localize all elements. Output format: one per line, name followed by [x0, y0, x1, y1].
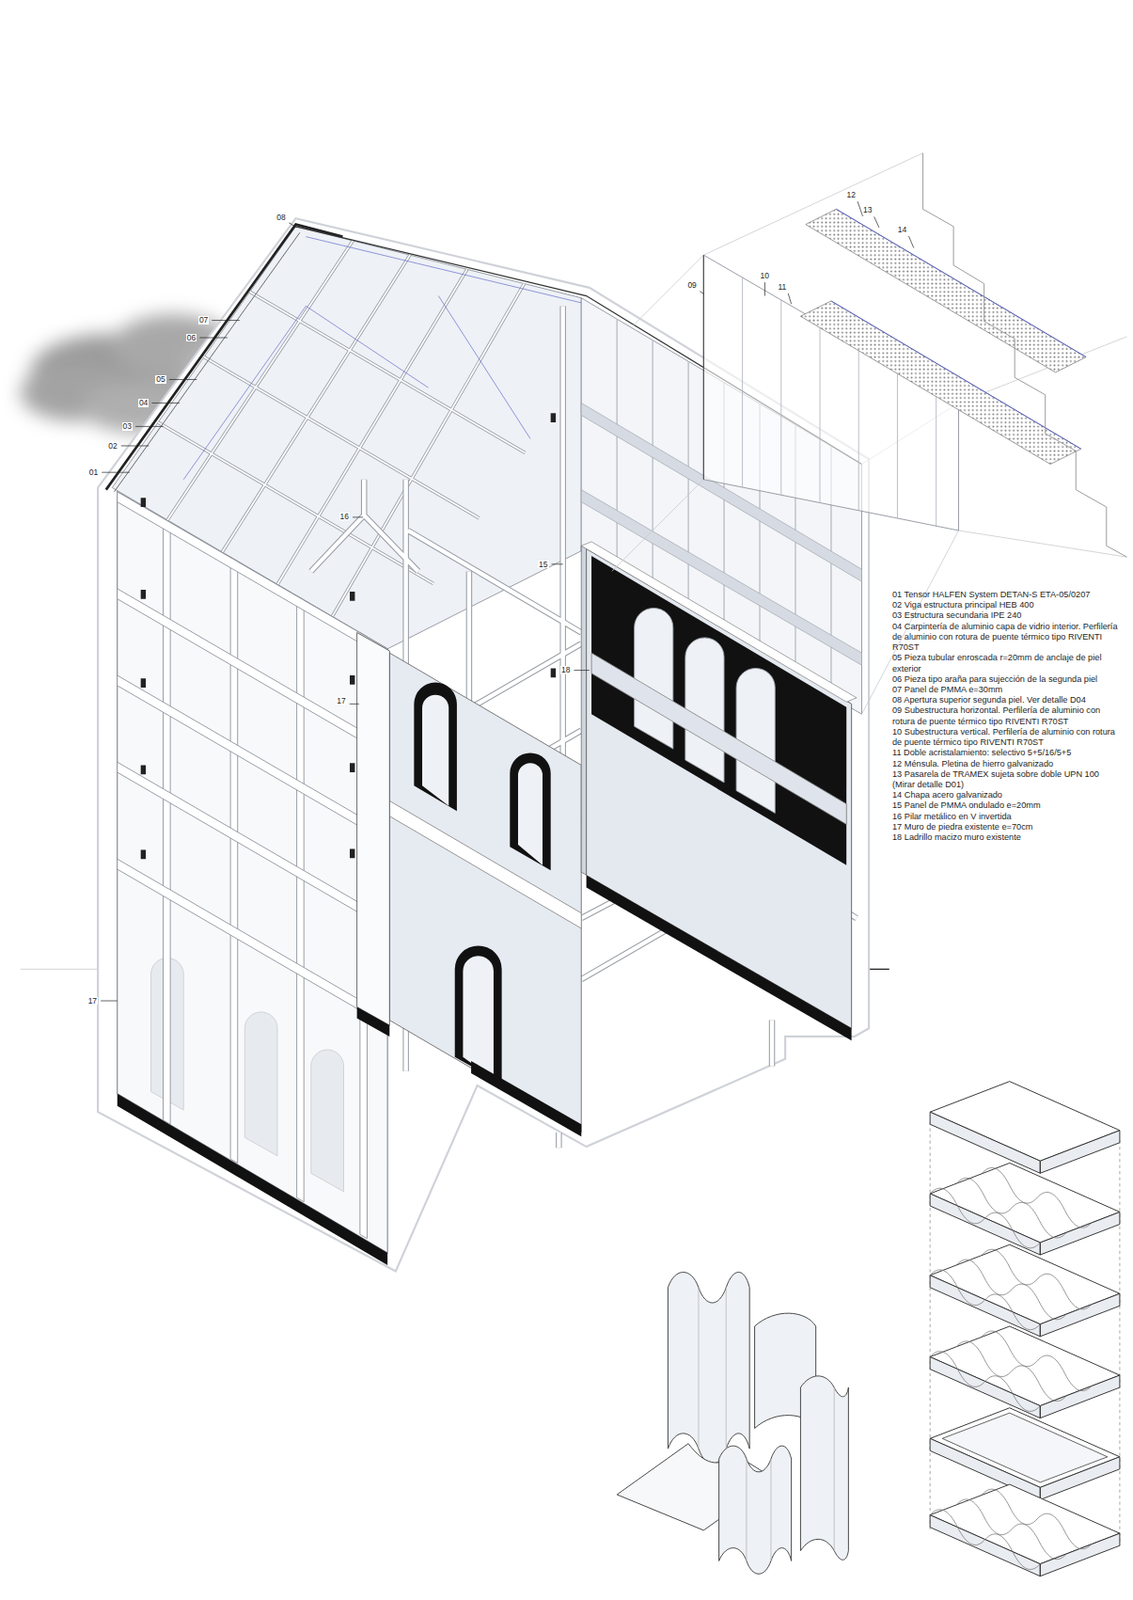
callout-number: 12 — [846, 190, 857, 200]
glass-layer — [703, 254, 959, 531]
roof-edge — [106, 224, 344, 490]
roof-edge — [113, 232, 299, 491]
leader-line — [908, 236, 913, 249]
callout-number: 17 — [335, 696, 347, 706]
panel-wave — [929, 1248, 1092, 1329]
note-text: 18 Ladrillo macizo muro existente — [892, 832, 1123, 843]
panel-wave — [929, 1330, 1092, 1411]
corrugated-sheet — [667, 1271, 750, 1464]
note-text: 14 Chapa acero galvanizado — [892, 789, 1123, 801]
note-text: 03 Estructura secundaria IPE 240 — [892, 610, 1123, 621]
leader-line — [151, 402, 180, 404]
outer-skin-profile — [923, 153, 1128, 558]
leader-line — [573, 669, 590, 671]
wall-base — [586, 875, 852, 1041]
callout-number: 04 — [138, 398, 149, 408]
callout-number: 06 — [186, 333, 197, 343]
note-text: 04 Carpintería de aluminio capa de vidri… — [892, 621, 1123, 654]
explode-guide — [929, 1121, 1120, 1545]
note-text: 17 Muro de piedra existente e=70cm — [892, 821, 1123, 833]
note-text: 01 Tensor HALFEN System DETAN-S ETA-05/0… — [892, 589, 1123, 600]
callout-number: 10 — [758, 271, 770, 281]
corrugated-sheet — [800, 1375, 849, 1559]
notes-list: 01 Tensor HALFEN System DETAN-S ETA-05/0… — [892, 589, 1123, 843]
leader-line — [764, 282, 766, 296]
glass-facade — [117, 491, 388, 1253]
note-text: 05 Pieza tubular enroscada r=20mm de anc… — [892, 652, 1123, 674]
drawing-group — [20, 153, 1128, 1576]
panel-wave — [929, 1166, 1092, 1247]
sheet-shading — [698, 1287, 835, 1561]
callout-number: 18 — [560, 665, 571, 675]
callout-number: 02 — [107, 441, 118, 451]
leader-line — [787, 293, 791, 304]
note-text: 12 Ménsula. Pletina de hierro galvanizad… — [892, 758, 1123, 770]
tramex-walkway — [800, 208, 1086, 464]
leader-line — [349, 703, 360, 705]
floor-slab — [389, 800, 582, 929]
note-text: 10 Subestructura vertical. Perfilería de… — [892, 726, 1123, 748]
callout-number: 11 — [776, 283, 787, 292]
corrugated-sheet — [719, 1445, 792, 1574]
leader-line — [135, 425, 164, 427]
callout-number: 15 — [537, 560, 549, 569]
note-text: 15 Panel de PMMA ondulado e=20mm — [892, 800, 1123, 811]
wall-base — [357, 1007, 391, 1037]
leader-line — [100, 1000, 118, 1002]
leader-line — [121, 444, 150, 446]
leader-line — [169, 378, 198, 380]
note-text: 02 Viga estructura principal HEB 400 — [892, 599, 1123, 611]
leader-line — [551, 563, 564, 565]
leader-line — [699, 291, 704, 295]
panel-edge — [929, 1111, 1120, 1173]
callout-number: 07 — [198, 315, 209, 325]
callout-number: 09 — [686, 281, 697, 290]
wall-base — [471, 1060, 582, 1136]
leader-line — [288, 222, 297, 228]
stone-wall — [389, 652, 582, 1133]
tray-rim — [942, 1412, 1108, 1482]
leader-line — [211, 319, 240, 321]
substructure-profile — [703, 254, 705, 480]
panel-stack — [929, 1081, 1120, 1576]
wall-section — [357, 631, 391, 1025]
note-text: 11 Doble acristalamiento: selectivo 5+5/… — [892, 747, 1123, 758]
leader-line — [352, 516, 363, 518]
callout-number: 14 — [896, 225, 908, 235]
note-text: 06 Pieza tipo araña para sujección de la… — [892, 674, 1123, 685]
callout-number: 05 — [155, 375, 166, 384]
leader-line — [101, 472, 130, 473]
wall-top — [581, 541, 857, 702]
construction-line — [612, 153, 1128, 715]
callout-number: 16 — [339, 512, 350, 521]
guide-line — [20, 968, 103, 970]
walkway-edge — [831, 208, 1086, 449]
callout-number: 01 — [88, 468, 99, 477]
callout-number: 13 — [862, 205, 873, 215]
corrugated-sheets — [616, 1271, 849, 1574]
facade-beam — [117, 491, 388, 1026]
wall-dark-zone — [591, 555, 847, 866]
note-text: 09 Subestructura horizontal. Perfilería … — [892, 705, 1123, 726]
note-text: 16 Pilar metálico en V invertida — [892, 811, 1123, 822]
wall-base — [117, 1093, 388, 1265]
callout-number: 17 — [87, 996, 98, 1006]
note-text: 08 Apertura superior segunda piel. Ver d… — [892, 694, 1123, 706]
note-text: 07 Panel de PMMA e=30mm — [892, 684, 1123, 695]
callout-number: 03 — [122, 422, 133, 431]
callout-number: 08 — [275, 213, 286, 222]
note-text: 13 Pasarela de TRAMEX sujeta sobre doble… — [892, 769, 1123, 790]
leader-line — [874, 216, 880, 227]
panel-wave — [929, 1488, 1092, 1569]
leader-line — [199, 337, 228, 339]
